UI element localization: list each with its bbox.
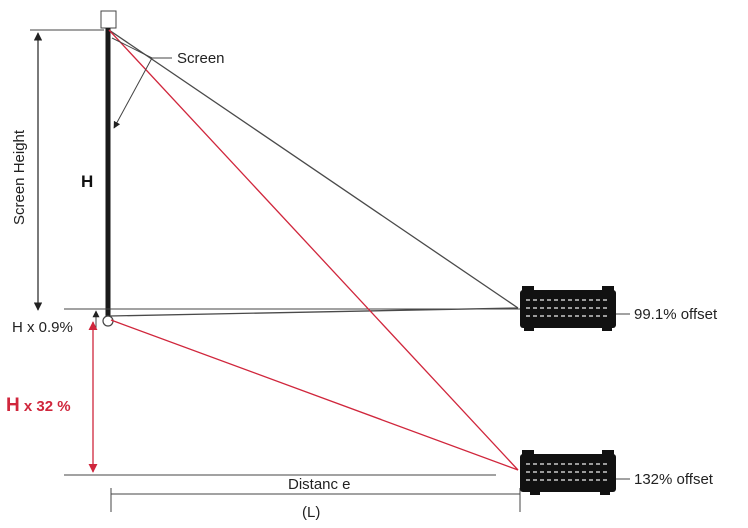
distance-symbol-label: (L) bbox=[302, 504, 320, 521]
screen-label: Screen bbox=[177, 50, 225, 67]
large-offset-h: H bbox=[6, 395, 20, 416]
projection-line-bottom-upper bbox=[108, 29, 519, 471]
screen-leader-lower bbox=[113, 57, 153, 129]
offset-top-label: 99.1% offset bbox=[634, 306, 718, 323]
large-offset-label: H x 32 % bbox=[6, 395, 71, 416]
h-label: H bbox=[81, 172, 93, 191]
screen-leader-upper bbox=[111, 37, 153, 59]
distance-label: Distanc e bbox=[288, 476, 351, 493]
projection-line-bottom-lower bbox=[110, 319, 519, 471]
projector-icon bbox=[520, 450, 616, 495]
large-offset-percent: x 32 % bbox=[20, 398, 71, 415]
projection-line-top-upper bbox=[108, 29, 519, 309]
projector-icon bbox=[520, 286, 616, 331]
small-offset-label: H x 0.9% bbox=[12, 319, 73, 336]
screen-bottom-marker bbox=[102, 315, 114, 327]
projection-line-top-lower bbox=[109, 307, 519, 317]
screen-height-label: Screen Height bbox=[11, 129, 28, 225]
screen-top-marker bbox=[100, 10, 117, 29]
offset-bottom-label: 132% offset bbox=[634, 471, 714, 488]
